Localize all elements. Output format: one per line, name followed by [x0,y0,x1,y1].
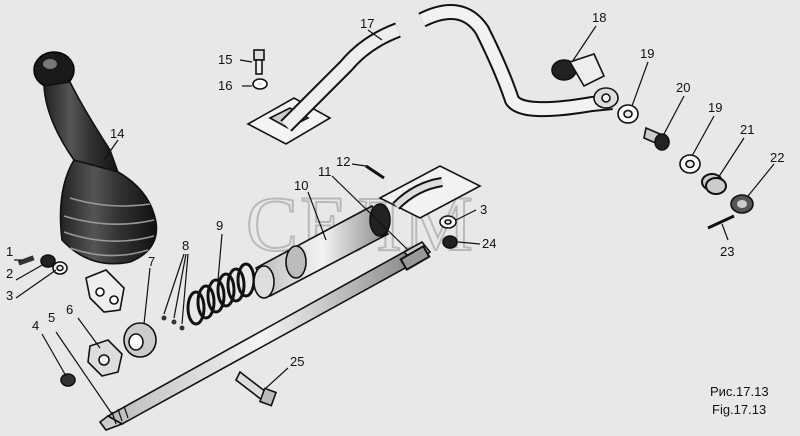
callout-6: 6 [66,302,73,317]
callout-labels: 1 2 3 4 5 6 7 8 9 10 11 12 3 24 14 15 16… [6,10,784,369]
ball-joint-20 [643,126,670,151]
callout-20: 20 [676,80,690,95]
fasteners-right [439,215,458,249]
gear-knob-and-boot [33,51,158,313]
clamp-assembly [60,339,123,387]
bolt-25 [234,370,278,407]
leader-lines [14,25,775,415]
upper-link-rod [418,4,619,118]
spring-9 [186,262,256,326]
bolt-12 [365,164,385,180]
callout-1: 1 [6,244,13,259]
boot-18 [551,53,606,88]
callout-18: 18 [592,10,606,25]
callout-4: 4 [32,318,39,333]
callout-3-right: 3 [480,202,487,217]
callout-22: 22 [770,150,784,165]
callout-25: 25 [290,354,304,369]
mount-bracket-center [378,165,482,219]
ring-19-bottom [679,154,701,174]
small-spring [399,244,431,272]
callout-10: 10 [294,178,308,193]
callout-3-left: 3 [6,288,13,303]
callout-9: 9 [216,218,223,233]
callout-5: 5 [48,310,55,325]
small-fasteners-left [17,254,68,275]
callout-16: 16 [218,78,232,93]
ring-19-top [617,104,639,124]
bushing-7 [123,322,157,358]
callout-23: 23 [720,244,734,259]
bracket-plate-17 [246,22,401,145]
callout-19-top: 19 [640,46,654,61]
pin-23 [707,214,735,230]
callout-12: 12 [336,154,350,169]
tube-10 [253,203,391,299]
callout-17: 17 [360,16,374,31]
callout-19-bottom: 19 [708,100,722,115]
callout-15: 15 [218,52,232,67]
callout-21: 21 [740,122,754,137]
callout-24: 24 [482,236,496,251]
spring-21 [701,173,727,195]
callout-8: 8 [182,238,189,253]
callout-14: 14 [110,126,124,141]
bolt-15 [252,49,268,90]
callout-2: 2 [6,266,13,281]
callout-7: 7 [148,254,155,269]
cup-22 [730,194,754,214]
caption-en: Fig.17.13 [712,402,766,417]
balls-8 [161,315,185,331]
caption-ru: Рис.17.13 [710,384,769,399]
callout-11: 11 [318,164,332,179]
